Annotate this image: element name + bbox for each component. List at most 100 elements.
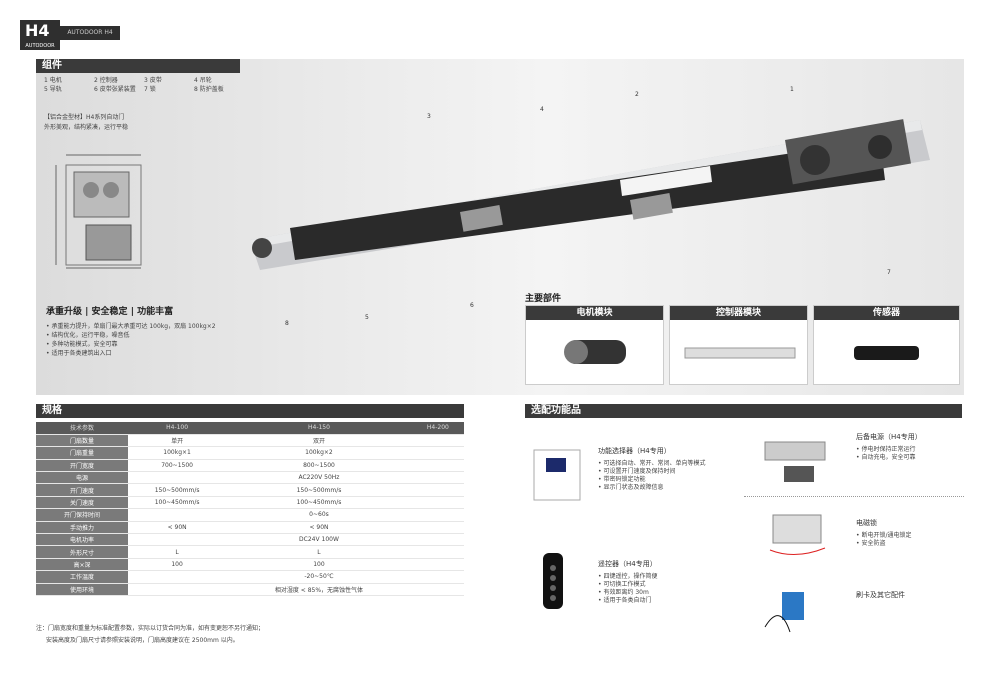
note-line-2: 外形美观，结构紧凑，运行平稳 [44, 124, 129, 131]
table-cell: 100 [226, 558, 412, 572]
table-cell [411, 521, 464, 535]
table-cell: 100kg×1 [128, 446, 227, 460]
table-header-row: 技术参数 H4-100 H4-150 H4-200 [36, 422, 464, 435]
table-cell: AC220V 50Hz [226, 471, 412, 485]
table-cell: 700~1500 [128, 459, 227, 473]
table-cell: 0~60s [226, 508, 412, 522]
spec-note-2: 安装高度及门扇尺寸请参照安装说明，门扇高度建议在 2500mm 以内。 [46, 637, 239, 644]
header-cell: H4-200 [411, 422, 464, 435]
option-title: 遥控器（H4专用） [598, 560, 657, 568]
option-line: • 自动充电，安全可靠 [856, 454, 916, 461]
table-cell [411, 545, 464, 559]
table-cell [128, 533, 227, 547]
callout-3: 3 [427, 113, 431, 120]
row-label: 电源 [36, 471, 128, 485]
backup-power-image [764, 441, 826, 482]
table-row: 使用环境 相对湿度 < 85%，无腐蚀性气体 [36, 583, 464, 596]
operator-image [250, 119, 930, 270]
feature-item: • 承重能力提升，单扇门最大承重可达 100kg，双扇 100kg×2 [46, 323, 216, 330]
option-title: 后备电源（H4专用） [856, 433, 922, 441]
table-row: 电源 AC220V 50Hz [36, 471, 464, 485]
remote-image [543, 553, 563, 609]
accessories-image [764, 592, 804, 633]
table-cell: 100kg×2 [226, 446, 412, 460]
legend-item: 7 锁 [144, 86, 156, 93]
option-desc: • 断电开锁/通电锁定 • 安全防盗 [856, 532, 961, 548]
electromagnetic-lock-image [769, 514, 826, 555]
table-cell: 100 [128, 558, 227, 572]
row-label: 开门保持时间 [36, 508, 128, 522]
callout-2: 2 [635, 91, 639, 98]
feature-item: • 结构优化，运行平稳，噪音低 [46, 332, 130, 339]
spec-title: 规格 [36, 404, 464, 418]
option-desc: • 四键遥控，操作简便 • 可切换工作模式 • 有效距离约 30m • 适用于各… [598, 573, 738, 605]
table-cell [411, 570, 464, 584]
module-sensor: 传感器 [813, 305, 960, 385]
callout-4: 4 [540, 106, 544, 113]
table-cell [411, 533, 464, 547]
row-label: 外形尺寸 [36, 545, 128, 559]
legend-item: 3 皮带 [144, 77, 162, 84]
module-label: 电机模块 [526, 306, 663, 320]
table-cell [411, 558, 464, 572]
feature-item: • 多种功能模式，安全可靠 [46, 341, 118, 348]
legend-item: 5 导轨 [44, 86, 62, 93]
callout-7: 7 [887, 269, 891, 276]
option-title: 刷卡及其它配件 [856, 591, 905, 599]
divider [744, 496, 964, 497]
options-title: 选配功能品 [525, 404, 962, 418]
legend-item: 8 防护盖板 [194, 86, 224, 93]
option-line: • 带密码锁定功能 [598, 476, 646, 483]
row-label: 高×深 [36, 558, 128, 572]
callout-5: 5 [365, 314, 369, 321]
module-label: 传感器 [814, 306, 959, 320]
header-cell: H4-100 [128, 422, 227, 435]
row-label: 关门速度 [36, 496, 128, 510]
option-line: • 四键遥控，操作简便 [598, 573, 658, 580]
table-cell: 双开 [226, 434, 412, 448]
row-label: 开门宽度 [36, 459, 128, 473]
legend-item: 1 电机 [44, 77, 62, 84]
table-cell [411, 508, 464, 522]
row-label: 手动推力 [36, 521, 128, 535]
table-row: 开门保持时间 0~60s [36, 508, 464, 522]
legend-item: 6 皮带张紧装置 [94, 86, 136, 93]
main-parts-title: 主要部件 [525, 294, 562, 304]
features-list: • 承重能力提升，单扇门最大承重可达 100kg，双扇 100kg×2 • 结构… [46, 322, 286, 358]
features-title: 承重升级 | 安全稳定 | 功能丰富 [46, 307, 174, 317]
table-cell [128, 471, 227, 485]
table-cell [128, 570, 227, 584]
table-row: 工作温度-20~50℃ [36, 570, 464, 584]
option-line: • 适用于各类自动门 [598, 597, 652, 604]
table-cell: L [226, 545, 412, 559]
table-cell [411, 483, 464, 497]
table-cell: 相对湿度 < 85%，无腐蚀性气体 [226, 583, 412, 596]
row-label: 使用环境 [36, 583, 128, 596]
controller-icon [684, 347, 796, 359]
motor-icon [564, 340, 626, 364]
callout-1: 1 [790, 86, 794, 93]
row-label: 门扇数量 [36, 434, 128, 448]
table-cell: < 90N [128, 521, 227, 535]
brand-model: H4 [25, 21, 50, 40]
module-controller: 控制器模块 [669, 305, 808, 385]
table-cell: < 90N [226, 521, 412, 535]
option-desc: • 停电时保持正常运行 • 自动充电，安全可靠 [856, 446, 961, 462]
table-cell: 150~500mm/s [226, 483, 412, 497]
option-line: • 停电时保持正常运行 [856, 446, 916, 453]
option-line: • 可切换工作模式 [598, 581, 646, 588]
brand-bar: AUTODOOR H4 [60, 26, 120, 40]
components-legend: 1 电机 2 控制器 3 皮带 4 吊轮 5 导轨 6 皮带张紧装置 7 锁 8… [44, 76, 244, 94]
table-row: 手动推力< 90N< 90N [36, 521, 464, 535]
brand-sub: AUTODOOR [20, 42, 60, 50]
table-cell [411, 446, 464, 460]
table-cell: -20~50℃ [226, 570, 412, 584]
table-cell [411, 459, 464, 473]
header-cell: 技术参数 [36, 422, 128, 435]
components-title: 组件 [36, 59, 240, 73]
option-line: • 可设置开门速度及保持时间 [598, 468, 676, 475]
